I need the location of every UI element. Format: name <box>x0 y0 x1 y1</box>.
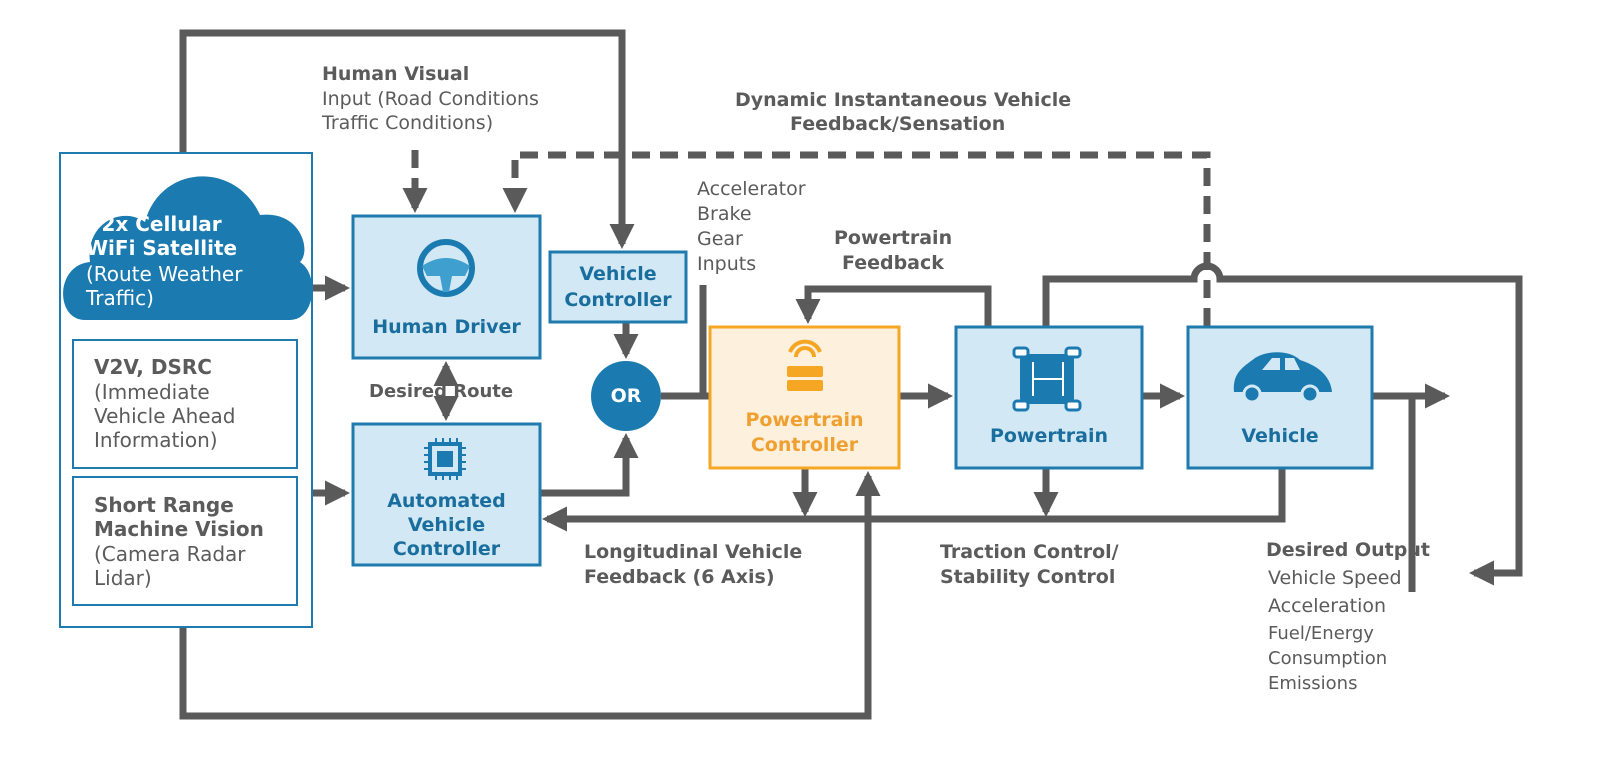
automated-line-3: Controller <box>392 538 501 560</box>
cloud-title-1: V2x Cellular <box>86 212 222 236</box>
inputs-line-3: Gear <box>697 228 743 250</box>
powertrain-block <box>954 325 1144 470</box>
dynamic-feedback-line <box>502 151 1211 326</box>
vehicle-controller-block <box>548 250 688 324</box>
wireless-server-icon <box>787 339 823 391</box>
inputs-line-1: Accelerator <box>697 178 806 200</box>
output-line-1: Vehicle Speed <box>1268 567 1402 589</box>
desired-route-label: Desired Route <box>369 381 514 402</box>
car-icon <box>1233 352 1332 404</box>
dynamic-feedback-line-2: Feedback/Sensation <box>790 113 1006 135</box>
vision-title-2: Machine Vision <box>94 517 264 541</box>
automated-controller-block <box>351 422 542 567</box>
v2v-box <box>72 339 298 469</box>
or-label: OR <box>610 385 642 407</box>
output-title: Desired Output <box>1266 539 1430 561</box>
chassis-icon <box>1012 346 1082 412</box>
v2v-title: V2V, DSRC <box>94 355 212 379</box>
vision-sub-2: Lidar) <box>94 566 152 590</box>
vision-title-1: Short Range <box>94 493 234 517</box>
powertrain-output-line <box>1042 262 1523 586</box>
dynamic-feedback-line-1: Dynamic Instantaneous Vehicle <box>735 89 1072 111</box>
powertrain-controller-block <box>708 325 901 470</box>
longitudinal-line-1: Longitudinal Vehicle <box>584 541 803 563</box>
cloud-sub-2: Traffic) <box>86 286 154 310</box>
human-visual-line-2: Traffic Conditions) <box>322 112 494 134</box>
longitudinal-line-2: Feedback (6 Axis) <box>584 566 775 588</box>
output-line-4: Consumption <box>1268 648 1388 669</box>
pt-controller-line-1: Powertrain <box>745 409 864 431</box>
human-driver-label: Human Driver <box>372 316 521 338</box>
vehicle-controller-line-1: Vehicle <box>579 263 657 285</box>
avc-to-or-arrow <box>540 432 639 497</box>
pt-feedback-line-2: Feedback <box>842 252 944 274</box>
cloud-icon <box>63 176 313 320</box>
inputs-line-4: Inputs <box>697 253 757 275</box>
output-line-2: Acceleration <box>1268 595 1387 617</box>
vision-sub-1: (Camera Radar <box>94 542 246 566</box>
v2v-line-2: Vehicle Ahead <box>94 404 236 428</box>
v2v-line-1: (Immediate <box>94 380 210 404</box>
output-line-3: Fuel/Energy <box>1268 623 1374 644</box>
longitudinal-feedback-line <box>541 468 1286 532</box>
cloud-sub-1: (Route Weather <box>86 262 243 286</box>
chip-icon <box>424 438 466 480</box>
vehicle-block <box>1186 325 1374 470</box>
human-visual-title: Human Visual <box>322 63 470 85</box>
inputs-line-2: Brake <box>697 203 752 225</box>
automated-line-1: Automated <box>387 490 506 512</box>
cloud-title-2: WiFi Satellite <box>86 236 238 260</box>
top-loop-line <box>179 29 635 250</box>
steering-wheel-icon <box>417 239 475 297</box>
human-visual-line-1: Input (Road Conditions <box>322 88 539 110</box>
traction-line-1: Traction Control/ <box>940 541 1119 563</box>
powertrain-feedback-line <box>795 285 992 326</box>
traction-line-2: Stability Control <box>940 566 1116 588</box>
or-node <box>591 361 661 431</box>
pt-feedback-line-1: Powertrain <box>834 227 953 249</box>
bottom-loop-line <box>179 470 881 720</box>
vehicle-controller-line-2: Controller <box>564 289 672 311</box>
vision-box <box>72 476 298 606</box>
automated-line-2: Vehicle <box>407 514 486 536</box>
powertrain-label: Powertrain <box>989 425 1109 447</box>
v2v-line-3: Information) <box>94 428 218 452</box>
vehicle-label: Vehicle <box>1241 425 1319 447</box>
output-line-5: Emissions <box>1268 673 1358 694</box>
pt-controller-line-2: Controller <box>750 434 859 456</box>
